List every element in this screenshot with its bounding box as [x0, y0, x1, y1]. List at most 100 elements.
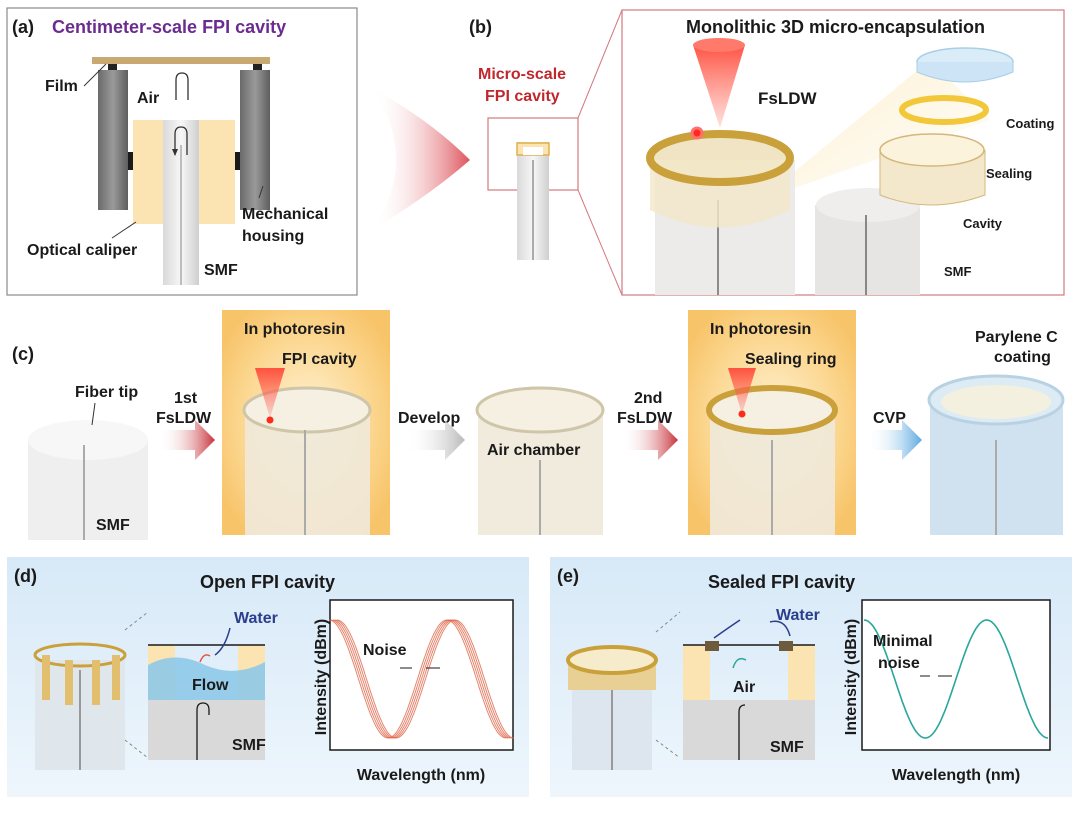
- label-c-smf: SMF: [96, 517, 130, 534]
- c-fiber-top: [28, 420, 148, 460]
- label-minimal-1: Minimal: [873, 633, 933, 650]
- label-flow: Flow: [192, 677, 229, 694]
- d-water-arrow: [214, 627, 231, 656]
- panel-b: (b) Micro-scale FPI cavity Monolithic 3D…: [469, 9, 1065, 296]
- e-zoom-top: [655, 611, 681, 633]
- label-air-chamber: Air chamber: [487, 442, 580, 459]
- label-e-air: Air: [733, 679, 755, 696]
- e-water-arrow-left: [713, 619, 741, 639]
- light-arrow-head: [172, 149, 178, 156]
- label-d-water: Water: [234, 610, 278, 627]
- c3-focus: [738, 410, 746, 418]
- e-ylabel: Intensity (dBm): [843, 619, 860, 735]
- e-curves: [863, 619, 1049, 739]
- d-light-path: [196, 702, 210, 760]
- leader-film: [83, 63, 107, 87]
- panel-d: (d) Open FPI cavity Water Flow SMF Noise: [7, 557, 529, 797]
- label-fpi-cavity: FPI cavity: [282, 351, 357, 368]
- zoom-line-top: [577, 9, 623, 119]
- d-water-fill: [148, 657, 265, 700]
- film-clip-right: [253, 64, 262, 70]
- label-fsldw: FsLDW: [758, 89, 818, 108]
- d-pillar-1: [42, 655, 50, 700]
- b-laser-top: [693, 38, 745, 52]
- e-plot-area: [861, 599, 1051, 751]
- d-noisy-curve-5: [336, 619, 515, 739]
- label-step2-a: 2nd: [634, 390, 662, 407]
- label-photoresin-1: In photoresin: [244, 321, 345, 338]
- c4-coating-window: [941, 385, 1051, 419]
- label-sealing: Sealing: [986, 166, 1032, 181]
- d-noisy-curve-3: [332, 619, 511, 739]
- d-chart: Noise Intensity (dBm) Wavelength (nm): [313, 599, 515, 784]
- label-cvp: CVP: [873, 410, 906, 427]
- label-sealing-ring: Sealing ring: [745, 351, 837, 368]
- panel-b-tag: (b): [469, 17, 492, 37]
- label-photoresin-2: In photoresin: [710, 321, 811, 338]
- label-step1-a: 1st: [174, 390, 198, 407]
- c2-cylinder-top: [475, 386, 605, 434]
- e-water-arrow-right: [769, 620, 791, 637]
- d-xlabel: Wavelength (nm): [357, 767, 485, 784]
- e-seal-right: [779, 641, 793, 651]
- transition-arrow: [372, 88, 470, 230]
- label-b-smf: SMF: [944, 264, 972, 279]
- label-coating: Coating: [1006, 116, 1054, 131]
- label-e-water: Water: [776, 607, 820, 624]
- e-wall-right: [788, 645, 815, 700]
- label-parylene-1: Parylene C: [975, 329, 1058, 346]
- d-curves: [328, 619, 515, 739]
- micro-cavity-hollow: [523, 147, 543, 155]
- label-film: Film: [45, 78, 78, 95]
- d-flow-arrow: [199, 654, 211, 663]
- label-d-smf: SMF: [232, 737, 266, 754]
- arrow-1st-fsldw: [160, 420, 215, 460]
- e-zoom-bottom: [655, 739, 681, 759]
- label-step1-b: FsLDW: [156, 410, 212, 427]
- housing-clip-left: [128, 152, 135, 170]
- d-ylabel: Intensity (dBm): [313, 619, 330, 735]
- b-cavity-rim: [646, 130, 794, 186]
- d-noisy-curve-1: [328, 619, 507, 739]
- label-fiber-tip: Fiber tip: [75, 384, 138, 401]
- panel-d-tag: (d): [14, 566, 37, 586]
- label-caliper: Optical caliper: [27, 242, 137, 259]
- d-pillar-2: [65, 660, 73, 705]
- panel-e: (e) Sealed FPI cavity Water Air SMF Mini…: [550, 557, 1072, 797]
- d-plot-area: [329, 599, 514, 751]
- c3-sealing-ring: [706, 385, 838, 435]
- b-sealing-ring: [899, 95, 989, 125]
- housing-clip-right: [233, 152, 240, 170]
- label-air: Air: [137, 90, 159, 107]
- panel-c-tag: (c): [12, 344, 34, 364]
- d-fiber-base: [148, 700, 265, 760]
- film: [92, 57, 270, 64]
- d-noisy-curve-2: [330, 619, 509, 739]
- label-minimal-2: noise: [878, 655, 920, 672]
- e-reflect-arrow: [732, 657, 747, 669]
- b-laser-focus: [690, 126, 704, 140]
- d-pillar-3: [92, 660, 100, 705]
- panel-d-title: Open FPI cavity: [200, 572, 335, 592]
- light-path-caliper: [174, 126, 188, 155]
- label-develop: Develop: [398, 410, 460, 427]
- c1-beam: [255, 368, 285, 418]
- d-zoom-top: [124, 611, 149, 631]
- b-coating-edge: [916, 62, 1014, 83]
- label-mechanical-1: Mechanical: [242, 206, 328, 223]
- label-mechanical-2: housing: [242, 228, 304, 245]
- b-laser-beam: [693, 45, 745, 128]
- panel-a: (a) Centimeter-scale FPI cavity Film Air…: [6, 7, 358, 296]
- panel-e-title: Sealed FPI cavity: [708, 572, 855, 592]
- film-clip-left: [108, 64, 117, 70]
- label-smf: SMF: [204, 262, 238, 279]
- d-pillar-4: [112, 655, 120, 700]
- label-parylene-2: coating: [994, 349, 1051, 366]
- e-seal-left: [705, 641, 719, 651]
- e-xlabel: Wavelength (nm): [892, 767, 1020, 784]
- arrow-cvp: [868, 420, 922, 460]
- panel-c: (c) Fiber tip SMF 1st FsLDW In photoresi…: [12, 310, 1065, 540]
- housing-right: [240, 70, 270, 210]
